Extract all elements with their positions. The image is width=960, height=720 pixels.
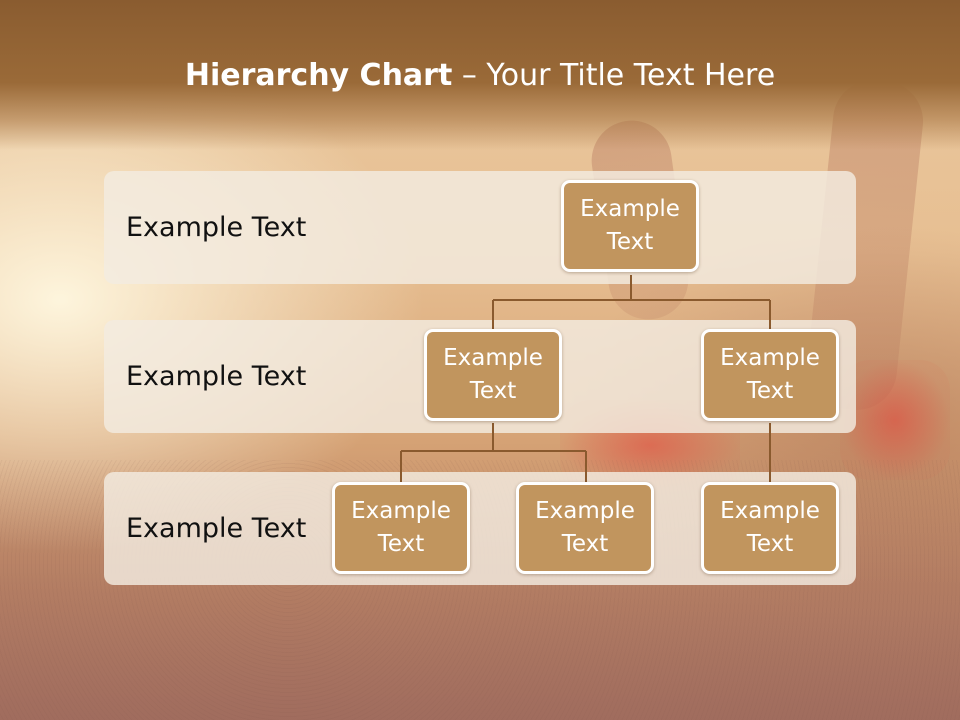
node-level3-b[interactable]: Example Text [516,482,654,574]
node-text: Example Text [535,498,635,557]
node-text: Example Text [580,196,680,255]
node-text: Example Text [720,345,820,404]
node-level3-c[interactable]: Example Text [701,482,839,574]
title-bold: Hierarchy Chart [184,58,453,93]
node-level2-right[interactable]: Example Text [701,329,839,421]
node-level2-left[interactable]: Example Text [424,329,562,421]
title-band [0,0,960,150]
node-text: Example Text [351,498,451,557]
title-rest: – Your Title Text Here [452,58,776,93]
level-label: Example Text [126,212,307,243]
level-label: Example Text [126,513,307,544]
level-row-1: Example Text [104,171,856,284]
shoe-right [840,360,950,480]
node-level3-a[interactable]: Example Text [332,482,470,574]
node-text: Example Text [720,498,820,557]
level-label: Example Text [126,361,307,392]
node-root[interactable]: Example Text [561,180,699,272]
node-text: Example Text [443,345,543,404]
slide-title: Hierarchy Chart – Your Title Text Here [0,52,960,100]
